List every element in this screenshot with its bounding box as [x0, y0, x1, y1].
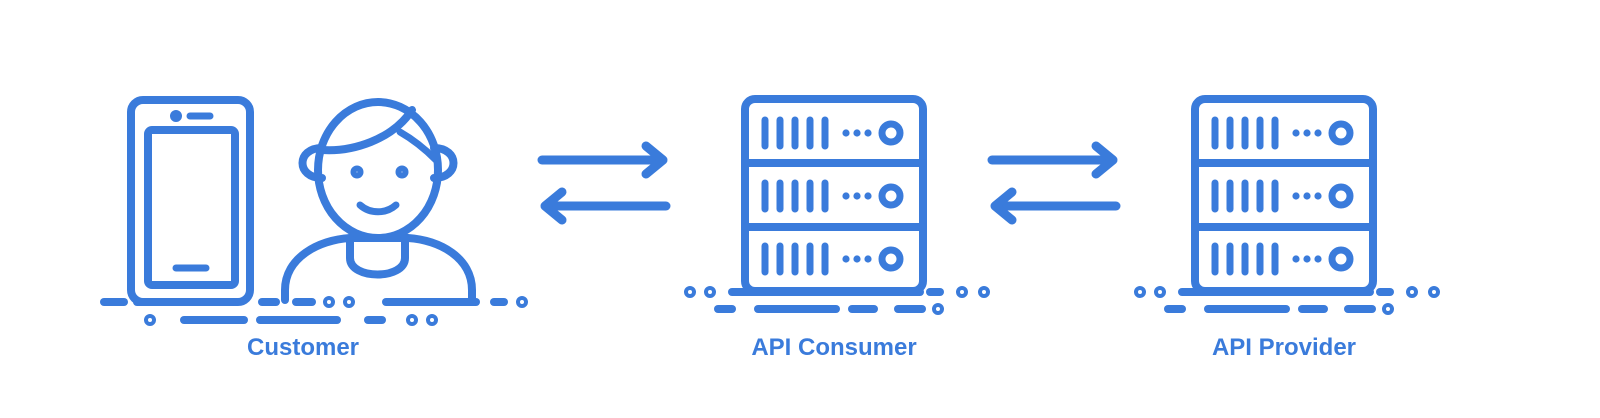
server-rack-icon: [1191, 95, 1377, 295]
api-provider-ground-dashes: [1134, 286, 1440, 315]
server-rack-icon: [741, 95, 927, 295]
node-label-api-consumer: API Consumer: [751, 334, 916, 361]
node-label-api-provider: API Provider: [1212, 334, 1356, 361]
bidirectional-arrows-icon: [987, 141, 1121, 225]
customer-node: Customer: [100, 96, 528, 361]
customer-ground-dashes: [100, 296, 528, 326]
api-provider-node: API Provider: [1134, 95, 1440, 361]
api-consumer-ground-dashes: [684, 286, 990, 315]
bidirectional-arrows-icon: [537, 141, 671, 225]
smartphone-icon: [127, 96, 254, 306]
api-consumer-node: API Consumer: [684, 95, 990, 361]
node-label-customer: Customer: [247, 334, 359, 361]
person-icon: [281, 98, 476, 304]
